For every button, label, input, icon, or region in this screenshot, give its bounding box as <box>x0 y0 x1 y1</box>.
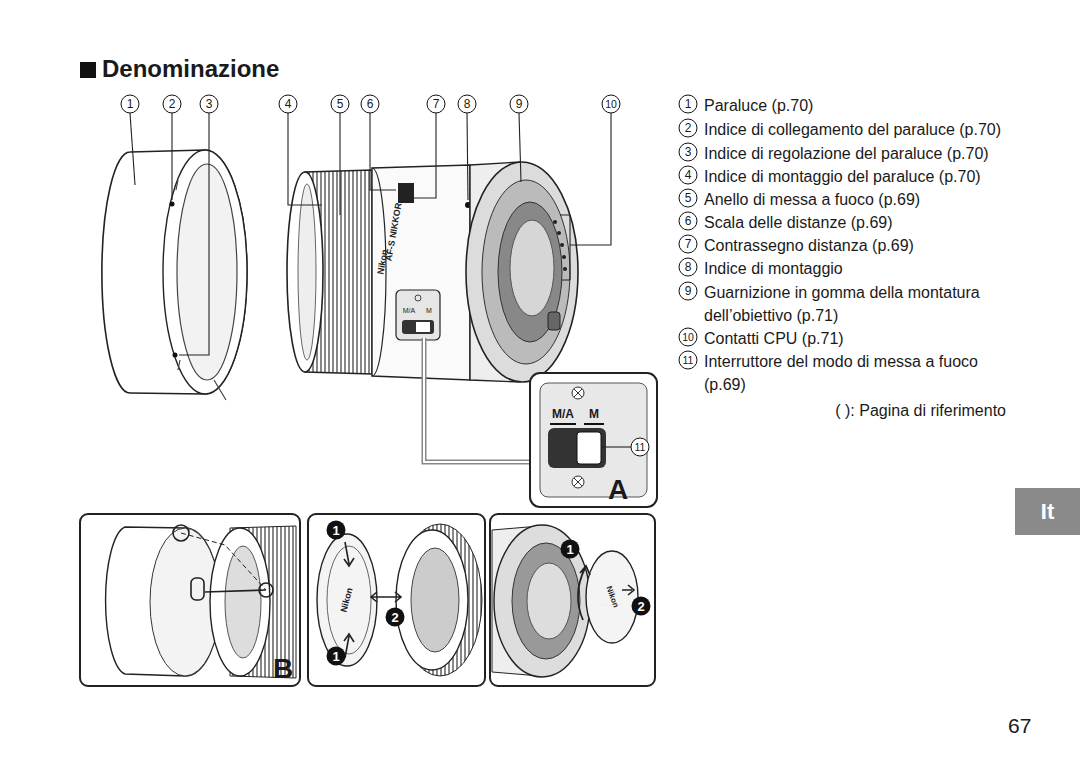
part-label: Indice di montaggio del paraluce (p.70) <box>704 165 981 188</box>
callout-number: 3 <box>200 95 219 114</box>
callout-number: 8 <box>679 258 698 277</box>
callout-number: 2 <box>386 608 405 627</box>
callout-number: 6 <box>679 212 698 231</box>
callout-number: 10 <box>679 328 698 347</box>
callout-number: 5 <box>331 95 350 114</box>
callout-number: 2 <box>163 95 182 114</box>
callout-number: 3 <box>679 143 698 162</box>
callout-number: 10 <box>602 95 621 114</box>
tab-text: It <box>1041 499 1054 525</box>
part-label: Scala delle distanze (p.69) <box>704 211 893 234</box>
title: Denominazione <box>102 55 279 83</box>
callout-number: 1 <box>327 647 346 666</box>
callout-number: 4 <box>279 95 298 114</box>
callout-number: 1 <box>561 540 580 559</box>
part-label: M/A <box>403 307 415 314</box>
part-label: M <box>426 307 432 314</box>
part-label: A <box>608 476 628 504</box>
part-label: 67 <box>1008 714 1031 737</box>
part-label: Indice di regolazione del paraluce (p.70… <box>704 142 989 165</box>
callout-number: 8 <box>458 95 477 114</box>
callout-number: 5 <box>679 189 698 208</box>
part-label: B <box>273 655 293 683</box>
callout-number: 11 <box>631 438 650 457</box>
callout-number: 1 <box>121 95 140 114</box>
part-label: Contrassegno distanza (p.69) <box>704 234 914 257</box>
part-label: M <box>589 408 599 420</box>
callout-number: 9 <box>510 95 529 114</box>
callout-number: 6 <box>361 95 380 114</box>
part-label: Anello di messa a fuoco (p.69) <box>704 188 920 211</box>
callout-number: 11 <box>679 351 698 370</box>
callout-number: 9 <box>679 282 698 301</box>
callout-number: 4 <box>679 166 698 185</box>
callout-number: 1 <box>679 95 698 114</box>
part-label: ( ): Pagina di riferimento <box>835 402 1006 420</box>
part-label: Contatti CPU (p.71) <box>704 327 844 350</box>
part-label: Indice di montaggio <box>704 257 843 280</box>
callout-number: 1 <box>327 521 346 540</box>
callout-number: 7 <box>679 235 698 254</box>
callout-number: 2 <box>679 119 698 138</box>
callout-number: 7 <box>427 95 446 114</box>
language-tab: It <box>1015 488 1080 535</box>
callout-number: 2 <box>632 597 651 616</box>
part-label: Guarnizione in gomma della montatura del… <box>704 281 1022 327</box>
part-label: Paraluce (p.70) <box>704 94 813 117</box>
part-label: M/A <box>552 408 574 420</box>
part-label: Indice di collegamento del paraluce (p.7… <box>704 118 1001 141</box>
part-label: Interruttore del modo di messa a fuoco (… <box>704 350 1022 396</box>
